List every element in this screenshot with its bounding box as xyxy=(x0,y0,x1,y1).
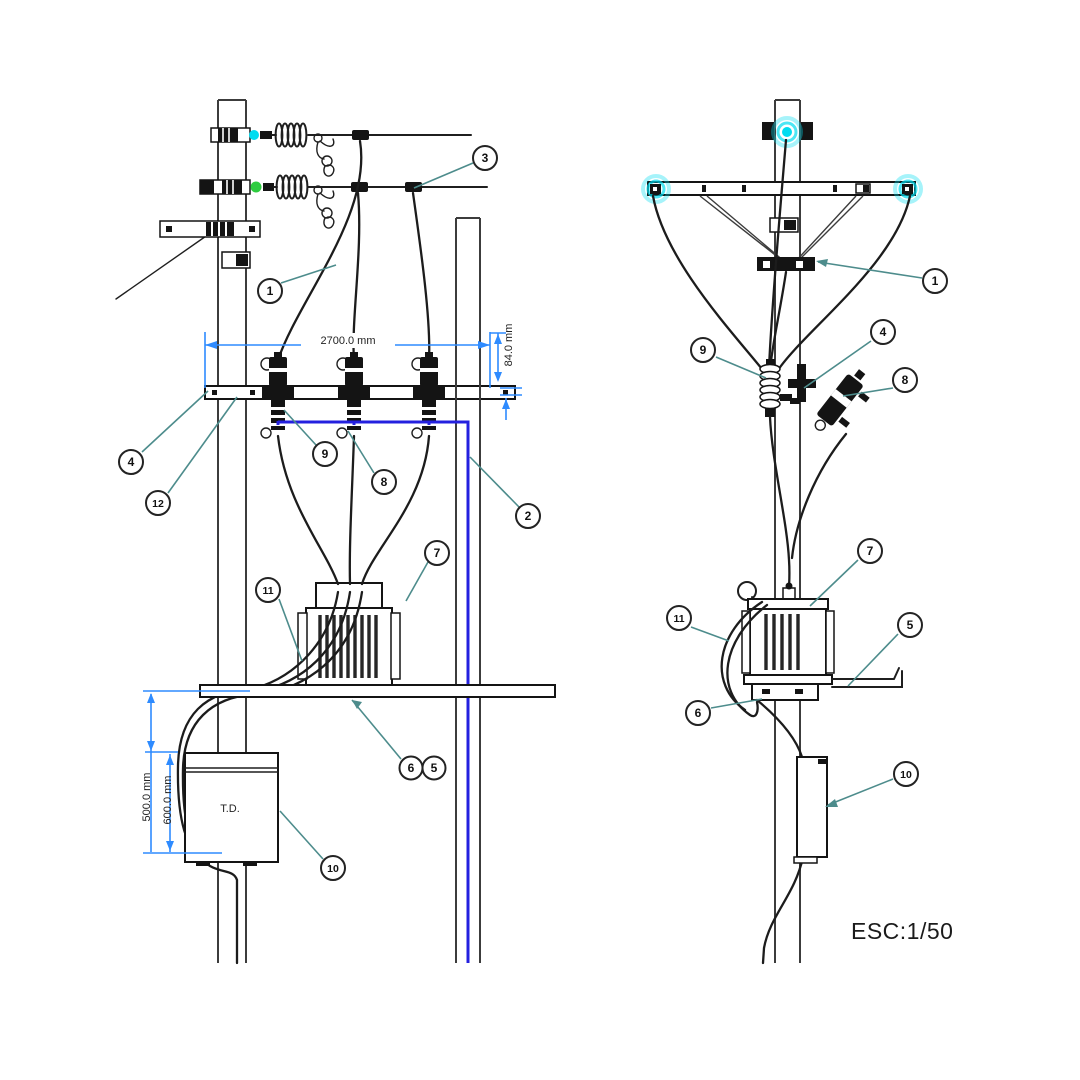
wire-connector-tap xyxy=(405,182,422,192)
polymer-insulator-top xyxy=(271,122,317,148)
cutout-unit-2 xyxy=(336,352,370,439)
td-box-front: T.D. xyxy=(184,752,279,866)
leader-lines-right xyxy=(690,259,923,807)
dim-crossarm-span: 2700.0 mm xyxy=(204,332,491,388)
svg-text:9: 9 xyxy=(700,343,707,357)
svg-text:12: 12 xyxy=(152,498,164,510)
callout-right-1: 1 xyxy=(922,268,948,294)
svg-text:3: 3 xyxy=(482,151,489,165)
svg-text:1: 1 xyxy=(267,284,274,298)
dim-offset-label: 84.0 mm xyxy=(503,324,515,367)
ground-wire xyxy=(276,420,470,963)
crossarm-braces xyxy=(699,195,864,271)
lv-cable-loop-side xyxy=(720,600,805,965)
callout-right-6: 6 xyxy=(685,700,711,726)
callout-right-8: 8 xyxy=(892,367,918,393)
svg-text:8: 8 xyxy=(381,475,388,489)
svg-text:6: 6 xyxy=(408,761,415,775)
svg-text:6: 6 xyxy=(695,706,702,720)
svg-text:7: 7 xyxy=(434,546,441,560)
callout-left-10: 10 xyxy=(320,855,346,881)
cables-to-transformer-side xyxy=(768,415,848,592)
callout-left-4: 4 xyxy=(118,449,144,475)
callout-left-2: 2 xyxy=(515,503,541,529)
svg-text:10: 10 xyxy=(900,769,912,781)
cutout-bracket-side xyxy=(780,364,816,404)
leader-lines-left xyxy=(141,162,520,860)
dim-span-label: 2700.0 mm xyxy=(320,335,375,347)
callout-right-10: 10 xyxy=(893,761,919,787)
insulator-assembly-second xyxy=(199,174,488,229)
callout-left-8: 8 xyxy=(371,469,397,495)
wire-connector xyxy=(351,182,368,192)
transformer-front xyxy=(297,582,401,689)
transformer-side xyxy=(737,581,903,701)
dim-drop-label: 500.0 mm xyxy=(141,773,153,822)
callout-left-3: 3 xyxy=(472,145,498,171)
insulator-assembly-top xyxy=(210,122,472,177)
callout-right-5: 5 xyxy=(897,612,923,638)
svg-text:2: 2 xyxy=(525,509,532,523)
hotline-clamp-second xyxy=(313,185,335,229)
right-view: 1 9 4 8 7 5 11 6 10 ESC:1/50 xyxy=(641,99,953,965)
svg-text:7: 7 xyxy=(867,544,874,558)
dim-td-box: 500.0 mm 600.0 mm xyxy=(141,690,250,854)
dim-crossarm-offset: 84.0 mm xyxy=(490,324,522,420)
cutout-unit-1 xyxy=(260,352,294,439)
callout-right-11: 11 xyxy=(666,605,692,631)
svg-text:4: 4 xyxy=(128,455,135,469)
primary-drop-cables xyxy=(276,139,431,362)
callout-left-5: 5 xyxy=(421,755,447,781)
callout-left-7: 7 xyxy=(424,540,450,566)
secondary-drop-cables xyxy=(276,434,431,586)
svg-text:4: 4 xyxy=(880,325,887,339)
cutout-side xyxy=(814,369,870,431)
pole-top-clamp xyxy=(762,116,813,148)
callout-right-9: 9 xyxy=(690,337,716,363)
svg-text:11: 11 xyxy=(262,585,273,597)
callout-right-7: 7 xyxy=(857,538,883,564)
pole-band-clamp xyxy=(159,220,261,238)
callout-left-12: 12 xyxy=(145,490,171,516)
svg-text:8: 8 xyxy=(902,373,909,387)
cutout-arrester-units xyxy=(260,352,445,439)
callout-left-6: 6 xyxy=(398,755,424,781)
wire-connector xyxy=(352,130,369,140)
callout-left-1: 1 xyxy=(257,278,283,304)
callout-left-11: 11 xyxy=(255,577,281,603)
energized-dot xyxy=(250,181,262,193)
platform-arm xyxy=(831,667,903,688)
td-box-side xyxy=(793,756,828,864)
pole-clamp-small xyxy=(221,251,251,269)
svg-text:1: 1 xyxy=(932,274,939,288)
scale-label: ESC:1/50 xyxy=(851,918,953,944)
polymer-insulator-second xyxy=(273,174,317,200)
svg-text:9: 9 xyxy=(322,447,329,461)
hotline-clamp-top xyxy=(313,133,335,177)
td-box-label: T.D. xyxy=(220,803,240,815)
svg-text:5: 5 xyxy=(907,618,914,632)
callout-left-9: 9 xyxy=(312,441,338,467)
dim-height-label: 600.0 mm xyxy=(162,776,174,825)
transformer-platform xyxy=(199,684,556,698)
connection-highlight-dot xyxy=(249,130,259,140)
cutout-unit-3 xyxy=(411,352,445,439)
guy-wire xyxy=(115,233,210,300)
left-view: T.D. 2700.0 mm 84.0 mm xyxy=(115,99,556,965)
svg-text:10: 10 xyxy=(327,863,339,875)
callout-right-4: 4 xyxy=(870,319,896,345)
svg-text:11: 11 xyxy=(673,613,684,625)
svg-text:5: 5 xyxy=(431,761,438,775)
arrester-side xyxy=(759,359,781,417)
